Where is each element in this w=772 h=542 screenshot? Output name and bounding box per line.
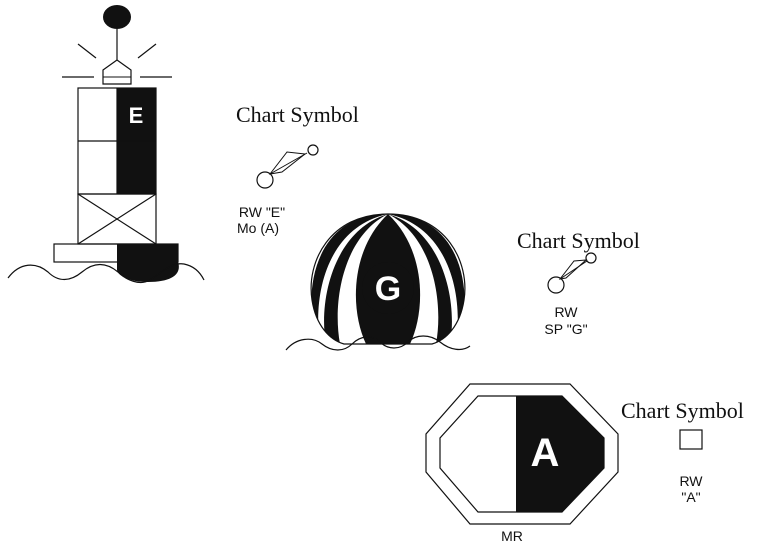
chart-symbol-label-a: Chart Symbol — [621, 398, 744, 423]
daymark-a-letter: A — [531, 431, 560, 475]
chart-symbol-a-icon — [679, 429, 703, 450]
chart-caption-a-line2: "A" — [681, 489, 700, 505]
light-rays-icon — [62, 43, 172, 78]
water-waves-g — [285, 335, 471, 351]
chart-caption-g-line2: SP "G" — [544, 321, 587, 337]
chart-symbol-g-icon — [547, 252, 597, 294]
octagonal-daymark-a: A — [425, 383, 619, 525]
chart-symbol-label-e: Chart Symbol — [236, 102, 359, 127]
daymark-label-mr: MR — [501, 528, 523, 542]
water-waves — [7, 263, 205, 284]
lighted-buoy-e: E — [7, 5, 205, 284]
chart-caption-e-line2: Mo (A) — [237, 220, 279, 236]
buoy-g-letter: G — [375, 270, 401, 308]
buoy-e-letter: E — [129, 103, 144, 128]
chart-caption-e-line1: RW "E" — [239, 204, 285, 220]
chart-symbol-label-g: Chart Symbol — [517, 228, 640, 253]
spherical-buoy-g: G — [285, 213, 471, 351]
chart-symbol-e-icon — [256, 144, 319, 189]
chart-caption-g-line1: RW — [554, 304, 578, 320]
buoy-light-lamp — [103, 5, 131, 29]
chart-caption-a-line1: RW — [679, 473, 703, 489]
